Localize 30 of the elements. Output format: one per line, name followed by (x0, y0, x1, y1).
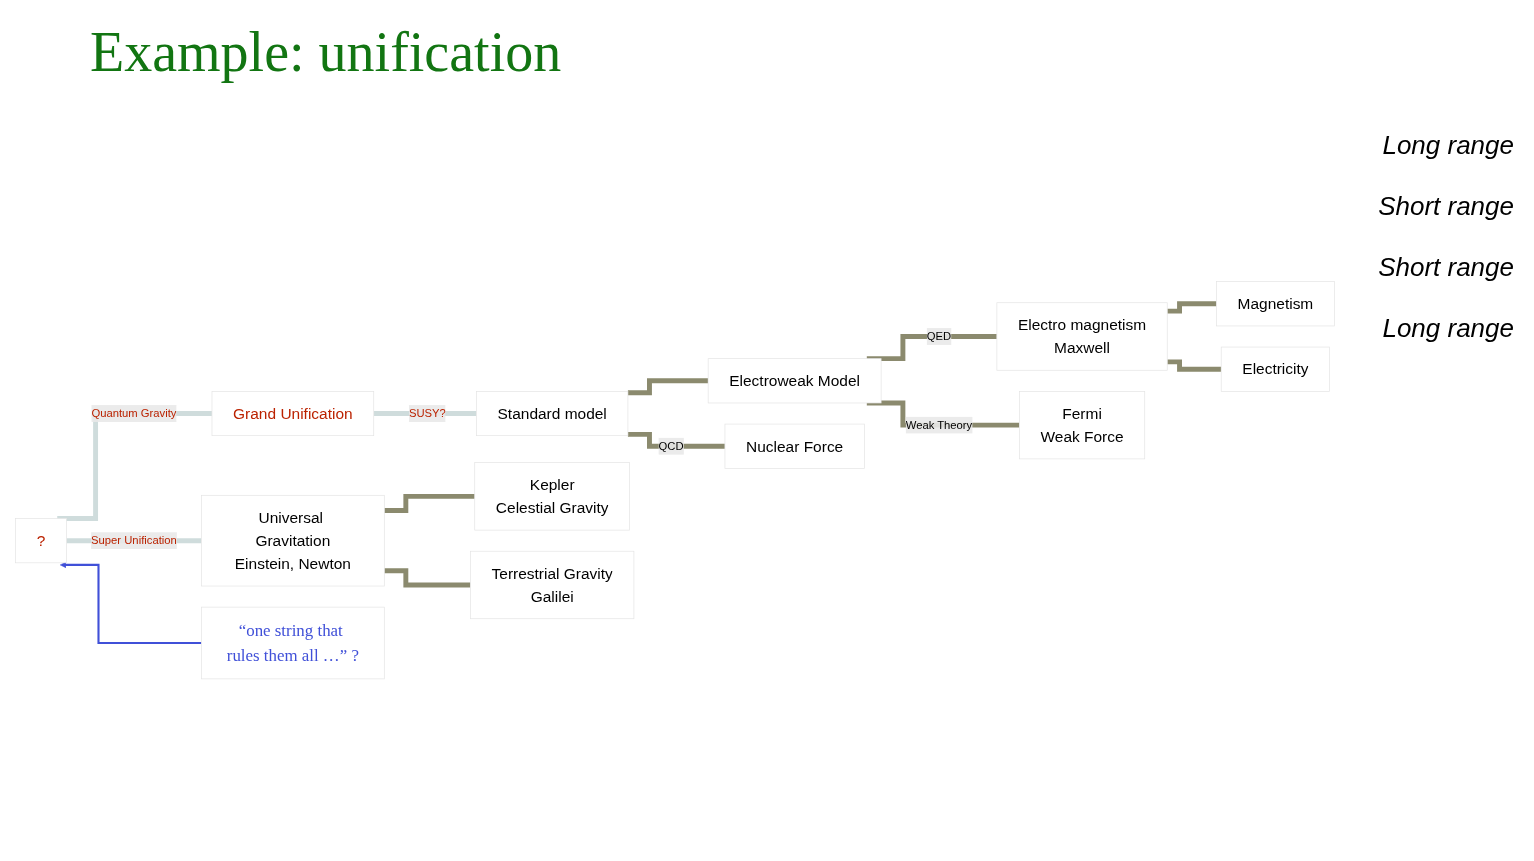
range-note: Short range (1377, 191, 1514, 222)
node-box: “one string that rules them all …” ? (201, 606, 385, 679)
arrow (59, 561, 202, 644)
connector (384, 568, 471, 588)
connector (627, 378, 709, 395)
connector (384, 493, 475, 513)
node-box: Universal Gravitation Einstein, Newton (201, 494, 385, 587)
node-box: Electroweak Model (707, 358, 882, 404)
node-box: ? (15, 517, 67, 563)
edge-label: Weak Theory (905, 418, 973, 431)
node-box: Electricity (1220, 346, 1330, 392)
title: Example: unification (90, 20, 562, 84)
edge-label: SUSY? (408, 406, 446, 419)
node-box: Fermi Weak Force (1019, 390, 1146, 459)
range-note: Long range (1381, 130, 1514, 161)
edge-label: Quantum Gravity (91, 406, 177, 419)
node-box: Nuclear Force (724, 423, 865, 469)
connector (1167, 359, 1222, 372)
edge-label: QED (926, 329, 952, 342)
connector (1167, 301, 1217, 314)
node-box: Electro magnetism Maxwell (996, 302, 1168, 371)
node-box: Standard model (476, 390, 629, 436)
edge-label: QCD (658, 439, 684, 452)
range-note: Long range (1381, 313, 1514, 344)
node-box: Kepler Celestial Gravity (474, 461, 630, 531)
node-box: Grand Unification (211, 390, 375, 436)
node-box: Terrestrial Gravity Galilei (470, 550, 635, 619)
node-box: Magnetism (1216, 281, 1335, 327)
edge-label: Super Unification (91, 534, 177, 547)
range-note: Short range (1377, 252, 1514, 283)
